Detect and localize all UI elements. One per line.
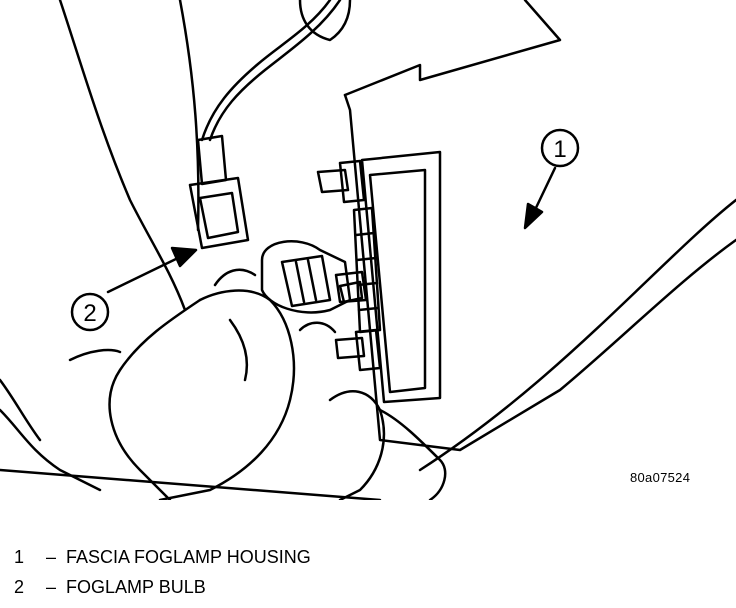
fascia-foglamp-housing (316, 0, 736, 452)
legend-item-label: FOGLAMP BULB (66, 577, 206, 597)
legend-item-label: FASCIA FOGLAMP HOUSING (66, 547, 311, 567)
figure-reference-code: 80a07524 (630, 470, 691, 485)
legend-item-separator: – (45, 577, 56, 597)
legend-item: 1 – FASCIA FOGLAMP HOUSING (14, 542, 311, 572)
foglamp-bulb (260, 240, 364, 314)
legend-item-separator: – (45, 547, 56, 567)
callout-arrow-2 (106, 246, 198, 294)
callout-1: 1 (540, 128, 580, 168)
body-panel-lines (0, 0, 736, 500)
legend-item-number: 1 (14, 547, 25, 567)
legend-item: 2 – FOGLAMP BULB (14, 572, 311, 602)
callout-2: 2 (70, 292, 110, 332)
legend: 1 – FASCIA FOGLAMP HOUSING 2 – FOGLAMP B… (14, 542, 311, 602)
callout-arrow-1 (523, 166, 557, 230)
foglamp-diagram: 1 2 (0, 0, 736, 500)
callout-1-number: 1 (553, 136, 566, 163)
technician-hands (108, 268, 447, 500)
callout-2-number: 2 (83, 300, 96, 327)
legend-item-number: 2 (14, 577, 25, 597)
wiring-harness (188, 0, 352, 250)
